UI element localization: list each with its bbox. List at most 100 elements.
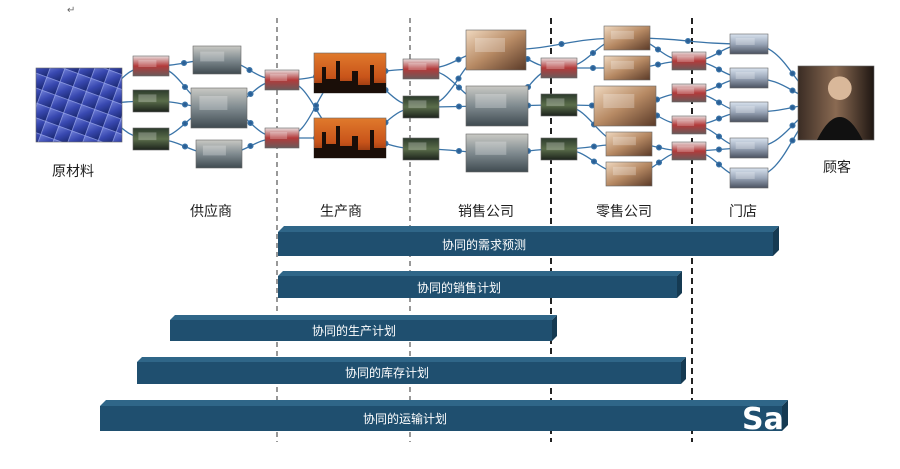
node-sales-warehouse-1 xyxy=(465,85,529,127)
node-retail-shop-1 xyxy=(603,25,651,51)
node-retail-shop-5 xyxy=(605,161,653,187)
node-factory-1 xyxy=(313,52,387,94)
node-photo-supplier-plant-3 xyxy=(195,139,243,169)
plan-bars: 协同的需求预测 协同的销售计划 协同的生产计划 协同的库存计划 协同的运输计划 xyxy=(100,226,788,431)
node-photo-store-2 xyxy=(729,67,769,89)
node-supplier-plant-1 xyxy=(192,45,242,75)
photo-highlight-store-1 xyxy=(735,38,755,45)
plan-bar-sales-front xyxy=(278,276,677,298)
connector-dot-48 xyxy=(715,146,723,153)
connector-dot-28 xyxy=(558,40,565,48)
plan-bar-transport-side xyxy=(782,400,788,431)
brand-logo-fragment: Sa xyxy=(742,402,784,437)
node-photo-store-truck-1 xyxy=(671,51,707,71)
photo-highlight-store-4 xyxy=(735,142,755,149)
stage-label-store: 门店 xyxy=(729,204,757,220)
photo-highlight-store-3 xyxy=(735,106,755,113)
plan-bar-transport-top xyxy=(100,400,788,406)
plan-bar-inventory: 协同的库存计划 xyxy=(137,357,686,384)
node-retail-shop-4 xyxy=(605,131,653,157)
node-photo-sales-warehouse-1 xyxy=(465,85,529,127)
plan-bar-sales-top xyxy=(278,271,682,276)
node-supplier-truck-1 xyxy=(132,55,170,77)
node-retail-shop-3 xyxy=(593,85,657,127)
node-photo-retail-shop-4 xyxy=(605,131,653,157)
plan-bar-production: 协同的生产计划 xyxy=(170,315,557,341)
node-photo-sales-machine-1 xyxy=(402,95,440,119)
node-sales-machine-1 xyxy=(402,95,440,119)
connector-dot-9 xyxy=(247,90,254,98)
plan-bar-demand-top xyxy=(278,226,779,232)
node-store-5 xyxy=(729,167,769,189)
node-photo-store-5 xyxy=(729,167,769,189)
connector-dot-5 xyxy=(181,143,189,150)
photo-highlight-store-truck-2 xyxy=(677,87,695,94)
plan-bar-transport-front xyxy=(100,406,782,431)
stage-label-sales: 销售公司 xyxy=(458,204,514,220)
connector-dot-41 xyxy=(655,159,663,166)
node-sales-warehouse-2 xyxy=(465,133,529,173)
plan-bar-transport: 协同的运输计划 xyxy=(100,400,788,431)
node-photo-retail-shop-5 xyxy=(605,161,653,187)
connector-dot-23 xyxy=(455,84,463,91)
factory-silhouette-factory-1 xyxy=(314,61,386,93)
node-photo-sales-warehouse-2 xyxy=(465,133,529,173)
node-store-1 xyxy=(729,33,769,55)
photo-highlight-supplier-plant-1 xyxy=(200,51,225,62)
node-retail-shop-2 xyxy=(603,55,651,81)
corner-mark: ↵ xyxy=(67,5,75,16)
photo-highlight-sales-warehouse-2 xyxy=(475,141,507,155)
photo-highlight-supplier-machine-1 xyxy=(138,94,157,103)
plan-bar-demand-label: 协同的需求预测 xyxy=(442,237,526,252)
connector-dot-22 xyxy=(455,147,463,155)
photo-highlight-sales-machine-2 xyxy=(408,142,427,151)
connector-dot-43 xyxy=(715,66,723,73)
photo-highlight-supplier-plant-3 xyxy=(202,145,226,156)
photo-highlight-supplier-truck-1 xyxy=(138,60,157,67)
node-photo-retail-shop-2 xyxy=(603,55,651,81)
photo-highlight-store-truck-3 xyxy=(677,119,695,126)
photo-highlight-sales-warehouse-1 xyxy=(475,94,507,108)
connector-dot-30 xyxy=(589,64,597,72)
connector-dot-15 xyxy=(312,102,320,109)
connector-dot-50 xyxy=(684,37,692,45)
plan-bar-inventory-top xyxy=(137,357,686,362)
node-photo-store-truck-4 xyxy=(671,141,707,161)
plan-bar-demand-side xyxy=(773,226,779,256)
stage-label-retail: 零售公司 xyxy=(596,204,652,220)
customer-body xyxy=(817,117,863,140)
photo-highlight-sales-machine-1 xyxy=(408,100,427,109)
photo-highlight-retail-shop-1 xyxy=(610,30,634,40)
node-photo-supplier-truck-1 xyxy=(132,55,170,77)
photo-highlight-sales-office-1 xyxy=(475,38,505,52)
node-supplier-machine-1 xyxy=(132,89,170,113)
node-retail-truck-1 xyxy=(540,57,578,79)
node-store-truck-1 xyxy=(671,51,707,71)
node-raw-material xyxy=(35,67,123,143)
node-store-truck-4 xyxy=(671,141,707,161)
connector-dot-36 xyxy=(654,46,662,53)
connector-dot-7 xyxy=(181,120,189,127)
plan-bar-production-label: 协同的生产计划 xyxy=(312,323,396,338)
connector-dot-3 xyxy=(180,59,188,67)
plan-bar-demand-front xyxy=(278,232,773,256)
node-store-4 xyxy=(729,137,769,159)
network-nodes xyxy=(35,25,875,189)
node-photo-retail-shop-3 xyxy=(593,85,657,127)
photo-highlight-retail-machine-1 xyxy=(546,98,565,107)
connector-dot-24 xyxy=(455,75,462,82)
photo-highlight-store-2 xyxy=(735,72,755,79)
factory-silhouette-factory-2 xyxy=(314,126,386,158)
connector-dot-53 xyxy=(789,104,796,111)
connector-dot-47 xyxy=(715,133,723,140)
connector-dot-11 xyxy=(247,142,254,150)
plan-bar-sales-label: 协同的销售计划 xyxy=(417,280,501,295)
node-photo-store-4 xyxy=(729,137,769,159)
node-photo-retail-shop-1 xyxy=(603,25,651,51)
plan-bar-inventory-front xyxy=(137,362,681,384)
photo-highlight-store-truck-4 xyxy=(677,145,695,152)
node-photo-supplier-plant-1 xyxy=(192,45,242,75)
node-photo-store-3 xyxy=(729,101,769,123)
